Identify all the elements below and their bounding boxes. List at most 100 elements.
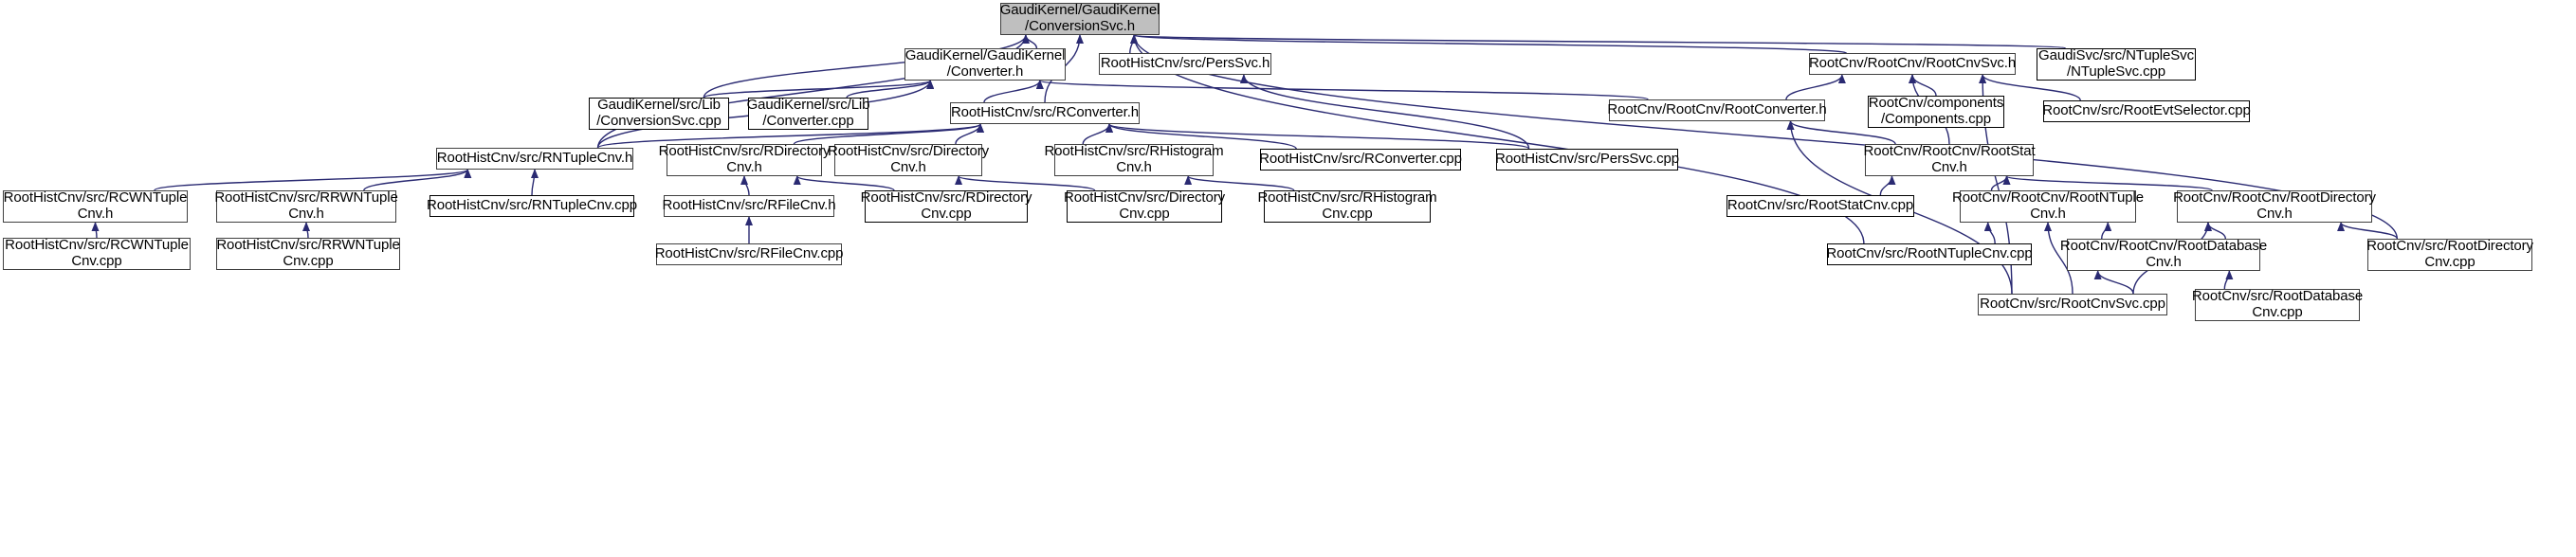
graph-node-label: RootHistCnv/src/RFileCnv.cpp	[654, 245, 844, 262]
graph-node[interactable]: GaudiKernel/src/Lib /ConversionSvc.cpp	[589, 97, 729, 130]
graph-node-label: RootCnv/src/RootStatCnv.cpp	[1726, 197, 1914, 214]
graph-node[interactable]: RootHistCnv/src/RRWNTuple Cnv.h	[214, 189, 398, 223]
graph-node[interactable]: RootCnv/RootCnv/RootCnvSvc.h	[1809, 53, 2016, 75]
graph-node-label: RootHistCnv/src/RRWNTuple Cnv.h	[214, 189, 398, 222]
graph-node-root[interactable]: GaudiKernel/GaudiKernel /ConversionSvc.h	[1000, 2, 1160, 35]
graph-node-label: RootHistCnv/src/PersSvc.h	[1100, 55, 1270, 72]
graph-node-label: RootHistCnv/src/RHistogram Cnv.cpp	[1257, 189, 1437, 222]
graph-edge	[2203, 222, 2226, 240]
graph-node-label: RootCnv/RootCnv/RootCnvSvc.h	[1808, 55, 2017, 72]
graph-node-label: RootCnv/src/RootEvtSelector.cpp	[2042, 102, 2251, 119]
graph-node[interactable]: RootCnv/src/RootEvtSelector.cpp	[2042, 100, 2251, 122]
graph-node-label: RootHistCnv/src/RConverter.h	[950, 104, 1140, 121]
graph-node-label: RootHistCnv/src/RRWNTuple Cnv.cpp	[216, 237, 400, 269]
graph-node[interactable]: GaudiSvc/src/NTupleSvc /NTupleSvc.cpp	[2037, 47, 2196, 81]
graph-edge	[793, 175, 895, 191]
graph-node[interactable]: RootHistCnv/src/RHistogram Cnv.h	[1044, 143, 1224, 176]
graph-node[interactable]: RootHistCnv/src/RFileCnv.cpp	[654, 243, 844, 265]
graph-node[interactable]: RootHistCnv/src/RNTupleCnv.h	[436, 148, 633, 170]
graph-node[interactable]: RootHistCnv/src/RCWNTuple Cnv.cpp	[3, 237, 191, 270]
graph-node[interactable]: RootHistCnv/src/RFileCnv.h	[662, 195, 836, 217]
graph-edge	[1105, 123, 1530, 150]
graph-node[interactable]: RootHistCnv/src/RDirectory Cnv.h	[659, 143, 830, 176]
graph-node[interactable]: RootHistCnv/src/Directory Cnv.h	[828, 143, 989, 176]
graph-edge	[1785, 74, 1846, 100]
graph-node-label: RootHistCnv/src/Directory Cnv.cpp	[1063, 189, 1226, 222]
graph-node[interactable]: RootCnv/src/RootDirectory Cnv.cpp	[2366, 238, 2533, 271]
graph-edge	[1036, 80, 1649, 100]
graph-node-label: GaudiKernel/GaudiKernel /Converter.h	[904, 47, 1066, 80]
graph-node[interactable]: GaudiKernel/GaudiKernel /Converter.h	[904, 47, 1066, 81]
graph-edge	[1239, 74, 1530, 150]
graph-node-label: RootHistCnv/src/RDirectory Cnv.cpp	[860, 189, 1032, 222]
graph-edge	[2002, 175, 2213, 191]
graph-edge	[1184, 175, 1295, 191]
graph-node[interactable]: RootHistCnv/src/RConverter.h	[950, 102, 1140, 124]
graph-edge	[793, 123, 984, 145]
graph-node[interactable]: RootHistCnv/src/RNTupleCnv.cpp	[426, 195, 638, 217]
graph-edge	[955, 175, 1096, 191]
graph-edge	[1082, 123, 1113, 145]
graph-node[interactable]: RootCnv/components /Components.cpp	[1868, 95, 2004, 128]
graph-node-label: RootHistCnv/src/RNTupleCnv.h	[436, 150, 633, 167]
graph-edge	[955, 123, 984, 145]
graph-node[interactable]: RootCnv/RootCnv/RootDatabase Cnv.h	[2060, 238, 2267, 271]
graph-edge	[2101, 222, 2112, 240]
graph-edge	[2093, 270, 2134, 295]
graph-node[interactable]: RootCnv/RootCnv/RootNTuple Cnv.h	[1952, 189, 2144, 223]
graph-node[interactable]: RootHistCnv/src/PersSvc.cpp	[1494, 149, 1680, 171]
graph-node-label: RootHistCnv/src/RDirectory Cnv.h	[658, 143, 831, 175]
graph-node[interactable]: RootCnv/src/RootCnvSvc.cpp	[1978, 294, 2167, 315]
graph-node[interactable]: RootHistCnv/src/PersSvc.h	[1099, 53, 1271, 75]
graph-node[interactable]: RootHistCnv/src/RRWNTuple Cnv.cpp	[216, 237, 400, 270]
graph-node[interactable]: RootHistCnv/src/RCWNTuple Cnv.h	[3, 189, 188, 223]
graph-node-label: RootHistCnv/src/RFileCnv.h	[662, 197, 836, 214]
graph-edge	[703, 80, 934, 99]
graph-node-label: RootHistCnv/src/RCWNTuple Cnv.h	[3, 189, 188, 222]
graph-edge	[1105, 123, 1297, 150]
graph-edge	[91, 222, 100, 239]
graph-node[interactable]: GaudiKernel/src/Lib /Converter.cpp	[746, 97, 870, 130]
graph-edge	[2337, 222, 2399, 240]
graph-node-label: RootCnv/src/RootNTupleCnv.cpp	[1826, 245, 2033, 262]
graph-node-label: RootCnv/components /Components.cpp	[1868, 95, 2004, 127]
graph-edge	[1786, 120, 1896, 145]
graph-node[interactable]: RootCnv/RootCnv/RootConverter.h	[1607, 99, 1827, 121]
graph-node[interactable]: RootHistCnv/src/Directory Cnv.cpp	[1063, 189, 1226, 223]
graph-node[interactable]: RootCnv/src/RootStatCnv.cpp	[1726, 195, 1914, 217]
graph-node-label: RootCnv/RootCnv/RootDatabase Cnv.h	[2059, 238, 2268, 270]
graph-node-label: RootHistCnv/src/RConverter.cpp	[1259, 151, 1462, 168]
graph-node-label: RootHistCnv/src/RHistogram Cnv.h	[1044, 143, 1224, 175]
graph-node-label: RootHistCnv/src/RNTupleCnv.cpp	[426, 197, 638, 214]
graph-node-label: RootCnv/RootCnv/RootStat Cnv.h	[1863, 143, 2036, 175]
graph-edge	[1129, 34, 1139, 54]
graph-node[interactable]: RootCnv/RootCnv/RootStat Cnv.h	[1863, 143, 2036, 176]
graph-edge	[1990, 175, 2011, 191]
graph-node[interactable]: RootHistCnv/src/RDirectory Cnv.cpp	[861, 189, 1032, 223]
graph-node[interactable]: RootCnv/src/RootDatabase Cnv.cpp	[2191, 288, 2364, 321]
graph-node[interactable]: RootHistCnv/src/RConverter.cpp	[1259, 149, 1462, 171]
graph-edge	[530, 169, 539, 196]
graph-node-label: GaudiKernel/src/Lib /ConversionSvc.cpp	[596, 97, 722, 129]
graph-node-label: RootCnv/RootCnv/RootDirectory Cnv.h	[2173, 189, 2376, 222]
graph-edge	[1130, 34, 1847, 54]
graph-edge	[1021, 34, 1038, 49]
graph-node-label: RootCnv/RootCnv/RootNTuple Cnv.h	[1952, 189, 2144, 222]
graph-node[interactable]: RootCnv/RootCnv/RootDirectory Cnv.h	[2173, 189, 2376, 223]
graph-edge	[154, 169, 472, 191]
graph-node-label: RootCnv/src/RootCnvSvc.cpp	[1980, 296, 2165, 313]
graph-node[interactable]: RootCnv/src/RootNTupleCnv.cpp	[1826, 243, 2033, 265]
graph-node-label: RootCnv/src/RootDirectory Cnv.cpp	[2366, 238, 2533, 270]
graph-node[interactable]: RootHistCnv/src/RHistogram Cnv.cpp	[1257, 189, 1437, 223]
graph-edge	[703, 34, 1030, 99]
graph-node-label: RootHistCnv/src/Directory Cnv.h	[827, 143, 990, 175]
graph-node-label: RootHistCnv/src/PersSvc.cpp	[1494, 151, 1680, 168]
graph-node-label: RootCnv/src/RootDatabase Cnv.cpp	[2191, 288, 2364, 320]
graph-edge	[363, 169, 472, 191]
graph-edge	[1879, 175, 1896, 196]
graph-node-label: RootHistCnv/src/RCWNTuple Cnv.cpp	[5, 237, 189, 269]
graph-node-label: GaudiKernel/src/Lib /Converter.cpp	[746, 97, 870, 129]
graph-edge	[2044, 222, 2074, 295]
